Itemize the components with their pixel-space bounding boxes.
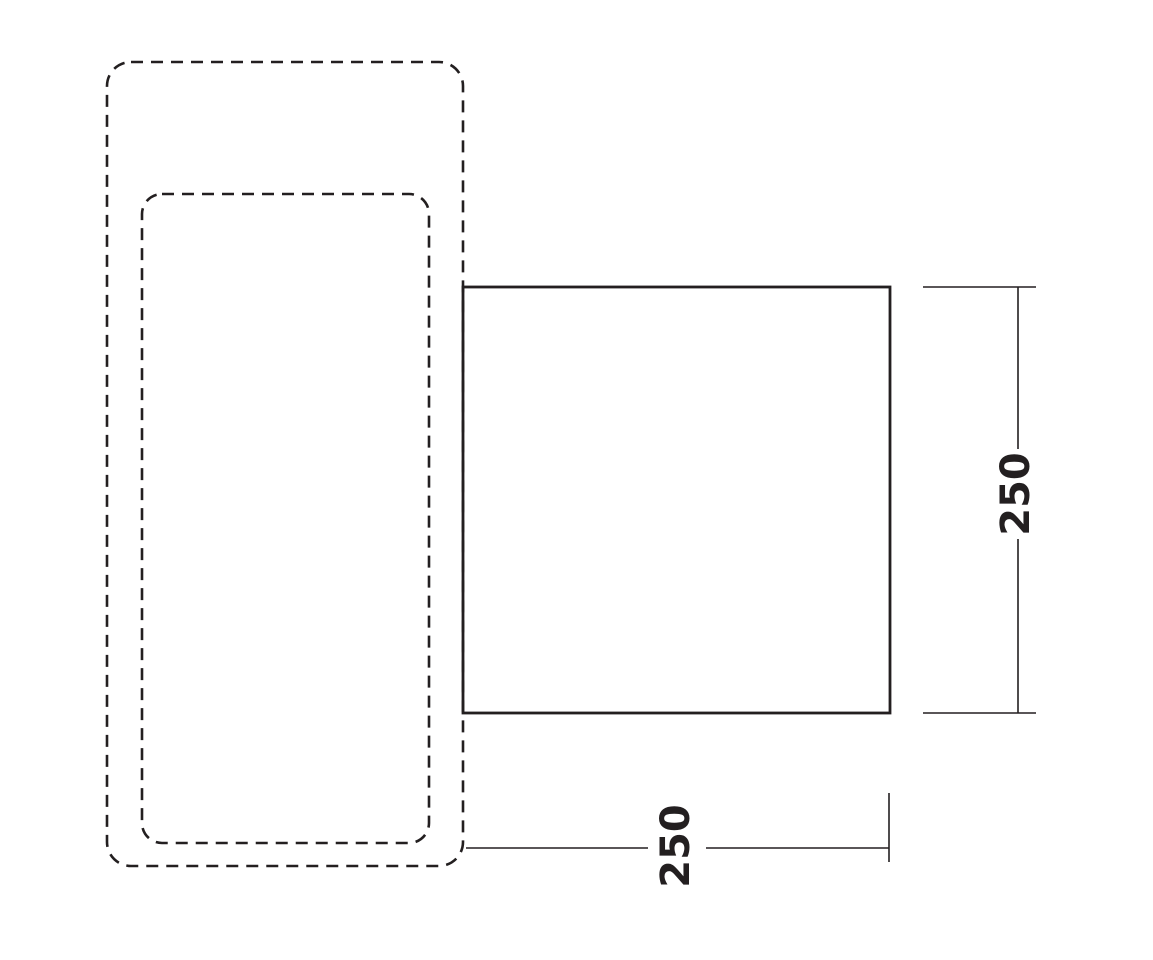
depth-dimension-label: 250 <box>993 452 1039 536</box>
width-dimension-label: 250 <box>653 804 699 888</box>
solid-room-outline <box>461 285 892 715</box>
horizontal-dimension <box>466 793 890 862</box>
vertical-dimension <box>923 286 1036 714</box>
inner-dashed-outline <box>140 192 431 845</box>
outer-dashed-outline <box>105 60 465 868</box>
